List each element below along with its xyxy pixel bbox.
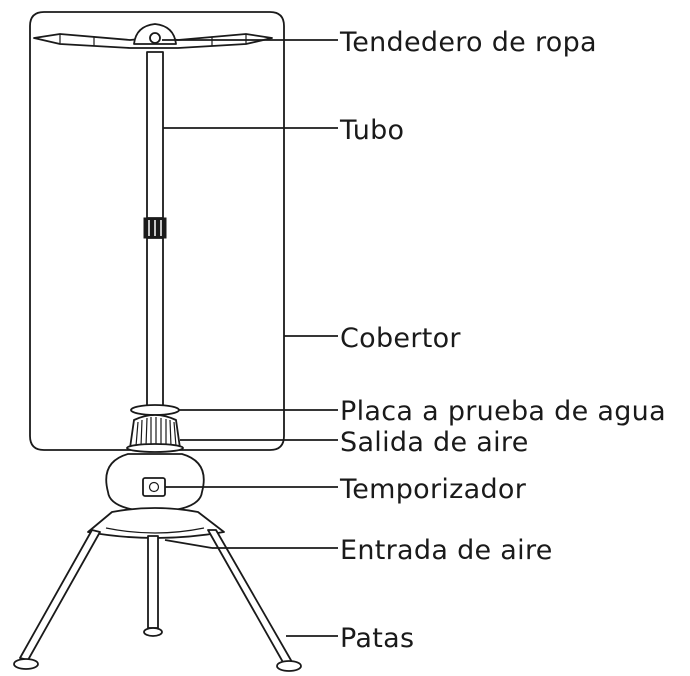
legs xyxy=(13,529,302,672)
water-proof-plate xyxy=(130,404,180,416)
label-air-inlet: Entrada de aire xyxy=(340,535,553,566)
label-water-plate: Placa a prueba de agua xyxy=(340,396,666,427)
clothes-rack xyxy=(33,23,273,49)
leader-air-inlet xyxy=(164,539,213,549)
labels: Tendedero de ropa Tubo Cobertor Placa a … xyxy=(339,27,666,654)
air-outlet xyxy=(126,414,184,453)
label-tube: Tubo xyxy=(339,115,404,146)
label-legs: Patas xyxy=(340,623,414,654)
label-timer: Temporizador xyxy=(339,474,527,505)
leader-lines xyxy=(162,39,338,637)
air-inlet xyxy=(87,507,225,539)
label-air-outlet: Salida de aire xyxy=(340,427,529,458)
timer-knob xyxy=(142,477,166,497)
base-body xyxy=(105,453,205,513)
tube xyxy=(143,51,167,407)
cover-outline xyxy=(29,11,285,451)
label-cover: Cobertor xyxy=(340,323,461,354)
label-rack: Tendedero de ropa xyxy=(339,27,597,58)
